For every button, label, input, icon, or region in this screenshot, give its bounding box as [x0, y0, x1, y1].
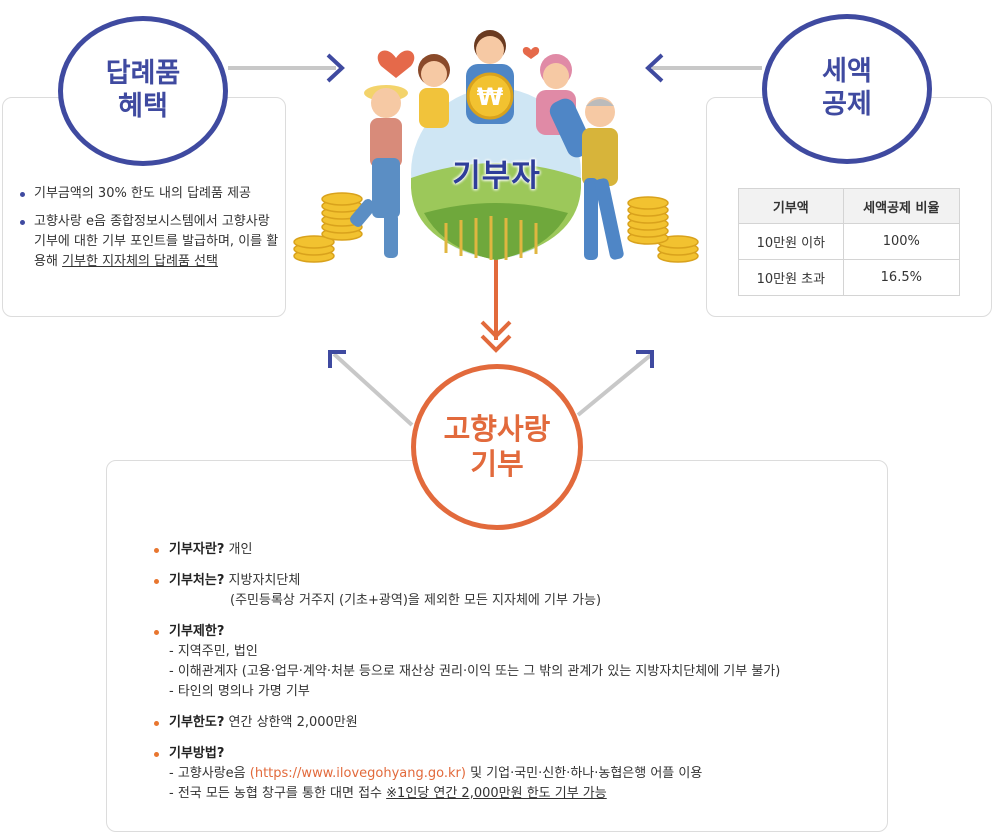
info-question: 기부처는? [169, 573, 225, 588]
main-title-line2: 기부 [470, 447, 524, 481]
man-figure: ₩ [466, 30, 514, 124]
donation-info-list: 기부자란? 개인 기부처는? 지방자치단체 (주민등록상 거주지 (기초+광역)… [152, 540, 872, 815]
info-answer: 연간 상한액 2,000만원 [228, 715, 358, 730]
info-question: 기부제한? [169, 624, 225, 639]
table-header-amount: 기부액 [738, 188, 844, 224]
heart-icon [377, 50, 415, 78]
main-title-line1: 고향사랑 [443, 411, 551, 446]
method-line2-note: ※1인당 연간 2,000만원 한도 기부 가능 [386, 786, 607, 801]
info-restriction: 기부제한? - 지역주민, 법인 - 이해관계자 (고용·업무·계약·처분 등으… [152, 622, 872, 702]
donor-title: 기부자 [452, 158, 541, 194]
gift-arrowhead [326, 53, 345, 83]
list-item: - 전국 모든 농협 창구를 통한 대면 접수 ※1인당 연간 2,000만원 … [169, 784, 872, 804]
table-row: 10만원 이하 100% [738, 223, 961, 260]
method-line1-prefix: - 고향사랑e음 [169, 766, 250, 781]
info-question: 기부방법? [169, 746, 225, 761]
gift-title-line1: 답례품 [105, 58, 181, 90]
child-figure [350, 85, 408, 258]
table-row: 10만원 초과 16.5% [738, 259, 961, 296]
method-line1-suffix: 및 기업·국민·신한·하나·농협은행 어플 이용 [465, 766, 703, 781]
donor-illustration: ₩ [293, 30, 699, 263]
table-cell: 10만원 이하 [738, 223, 844, 260]
won-coin [466, 72, 514, 120]
coin-stack-right [627, 196, 699, 263]
hometown-donation-circle: 고향사랑 기부 [411, 364, 583, 530]
table-cell: 10만원 초과 [738, 259, 844, 296]
to-tax-diagonal-line [576, 352, 654, 417]
gift-benefit-item: 기부금액의 30% 한도 내의 답례품 제공 [18, 184, 280, 204]
donor-down-arrowhead-1 [480, 320, 512, 339]
to-tax-arrowhead [636, 350, 654, 368]
list-item: - 타인의 명의나 가명 기부 [169, 684, 310, 699]
to-gift-diagonal-line [332, 352, 414, 427]
gift-title-line2: 혜택 [118, 91, 168, 122]
gift-item-text: 기부금액의 30% 한도 내의 답례품 제공 [34, 186, 251, 201]
info-answer: 지방자치단체 [228, 573, 301, 588]
won-coin-symbol: ₩ [477, 83, 504, 111]
tax-arrowhead [645, 53, 664, 83]
info-who: 기부자란? 개인 [152, 540, 872, 560]
list-item: - 이해관계자 (고용·업무·계약·처분 등으로 재산상 권리·이익 또는 그 … [169, 664, 781, 679]
table-cell: 100% [842, 223, 961, 260]
table-cell: 16.5% [842, 259, 961, 296]
tax-deduction-table: 기부액 세액공제 비율 10만원 이하 100% 10만원 초과 16.5% [738, 188, 961, 296]
info-cap: 기부한도? 연간 상한액 2,000만원 [152, 713, 872, 733]
info-question: 기부자란? [169, 542, 225, 557]
info-question: 기부한도? [169, 715, 225, 730]
tax-deduction-circle: 세액 공제 [762, 14, 932, 164]
gift-item-underlined: 기부한 지자체의 답례품 선택 [62, 254, 218, 269]
heart-icon [522, 47, 540, 59]
donor-down-arrowhead-2 [480, 334, 512, 353]
info-method: 기부방법? - 고향사랑e음 (https://www.ilovegohyang… [152, 744, 872, 804]
info-answer: 개인 [228, 542, 253, 557]
list-item: - 지역주민, 법인 [169, 644, 258, 659]
rice-plants [444, 216, 538, 260]
table-header-rate: 세액공제 비율 [842, 188, 961, 224]
gift-benefit-list: 기부금액의 30% 한도 내의 답례품 제공 고향사랑 e음 종합정보시스템에서… [18, 184, 280, 280]
grandfather-figure [582, 97, 624, 260]
list-item: - 고향사랑e음 (https://www.ilovegohyang.go.kr… [169, 764, 872, 784]
coin-stack-left [293, 192, 363, 263]
gift-benefit-circle: 답례품 혜택 [58, 16, 228, 166]
info-note: (주민등록상 거주지 (기초+광역)을 제외한 모든 지자체에 기부 가능) [230, 593, 602, 608]
gift-item-text: 고향사랑 e음 종합정보시스템에서 고향사랑기부에 대한 기부 포인트를 발급하… [34, 214, 279, 269]
woman-figure [418, 54, 450, 128]
gift-benefit-item: 고향사랑 e음 종합정보시스템에서 고향사랑기부에 대한 기부 포인트를 발급하… [18, 212, 280, 272]
method-line2-prefix: - 전국 모든 농협 창구를 통한 대면 접수 [169, 786, 387, 801]
grandmother-figure [536, 54, 593, 158]
info-where: 기부처는? 지방자치단체 (주민등록상 거주지 (기초+광역)을 제외한 모든 … [152, 571, 872, 611]
gohyang-website-link[interactable]: (https://www.ilovegohyang.go.kr) [249, 766, 466, 781]
tax-title-line2: 공제 [822, 89, 872, 120]
table-header-row: 기부액 세액공제 비율 [738, 188, 961, 224]
to-gift-arrowhead [328, 350, 346, 368]
tax-title-line1: 세액 [822, 56, 872, 88]
